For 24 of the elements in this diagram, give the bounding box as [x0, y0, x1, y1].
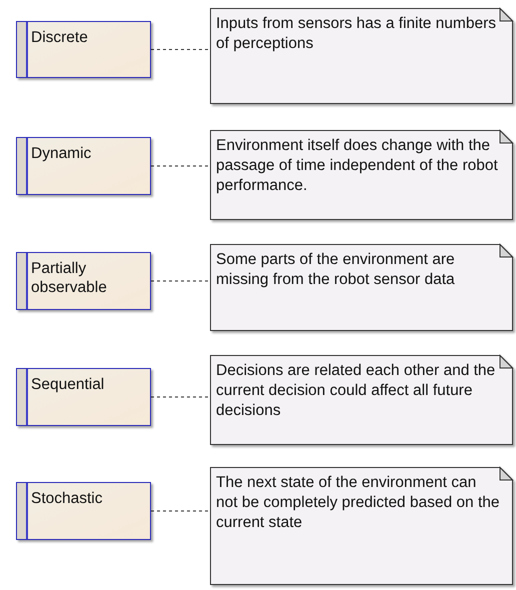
connector-line	[150, 49, 210, 50]
class-box	[16, 21, 151, 78]
note-box	[210, 130, 513, 220]
connector-line	[150, 510, 210, 512]
connector-line	[150, 396, 210, 398]
class-name: Discrete	[31, 28, 89, 47]
connector-line	[150, 280, 210, 282]
class-box	[16, 137, 151, 195]
note-text: Decisions are related each other and the current decision could affect all future decisions	[216, 361, 496, 421]
class-box	[16, 368, 151, 426]
class-name: Sequential	[31, 375, 106, 394]
note-text: Environment itself does change with the passage of time independent of the robot performance.	[216, 136, 499, 196]
class-box	[16, 482, 151, 540]
class-name: Partially observable	[31, 259, 108, 297]
note-box	[210, 244, 513, 331]
note-box	[210, 467, 513, 585]
note-box	[210, 355, 513, 445]
class-name: Dynamic	[31, 144, 92, 163]
class-box	[16, 252, 151, 310]
note-text: The next state of the environment can not be completely predicted based on the current state	[216, 473, 500, 533]
note-box	[210, 8, 513, 104]
note-text: Inputs from sensors has a finite numbers of perceptions	[216, 14, 497, 54]
note-text: Some parts of the environment are missing from the robot sensor data	[216, 250, 456, 290]
class-name: Stochastic	[31, 489, 104, 508]
